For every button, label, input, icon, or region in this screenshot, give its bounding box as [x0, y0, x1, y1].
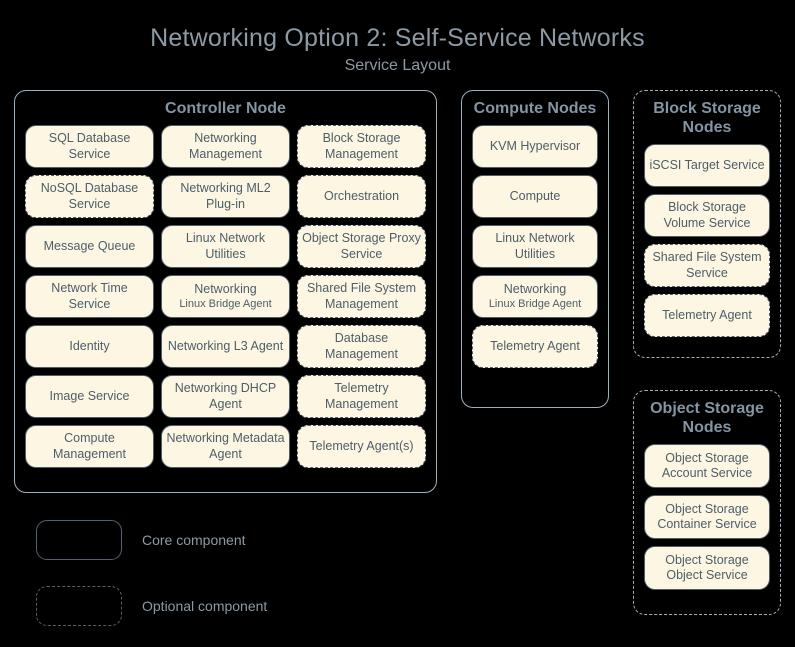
service-box: Object Storage Proxy Service — [297, 225, 426, 269]
group-object-storage-nodes: Object Storage Nodes Object Storage Acco… — [633, 390, 781, 615]
service-box: Networking ML2 Plug-in — [161, 175, 290, 219]
service-label: Networking — [194, 282, 257, 296]
page-subtitle: Service Layout — [344, 56, 451, 74]
service-box: Networking Management — [161, 125, 290, 169]
legend: Core component Optional component — [36, 515, 267, 647]
service-label: Networking Metadata Agent — [166, 431, 285, 461]
service-label: Object Storage Account Service — [661, 450, 753, 481]
legend-label-optional: Optional component — [142, 598, 268, 614]
service-box: KVM Hypervisor — [472, 125, 598, 169]
service-label: Linux Network Utilities — [495, 231, 575, 261]
group-title-compute: Compute Nodes — [473, 100, 597, 117]
service-label: Message Queue — [43, 238, 136, 253]
service-label: Networking DHCP Agent — [174, 381, 277, 411]
service-box: Block Storage Volume Service — [644, 194, 770, 238]
service-sublabel: Linux Bridge Agent — [488, 297, 582, 310]
service-label: Object Storage Proxy Service — [302, 231, 421, 261]
service-label: iSCSI Target Service — [649, 158, 765, 173]
service-box: iSCSI Target Service — [644, 144, 770, 188]
service-box: Telemetry Agent — [644, 294, 770, 338]
service-label: Telemetry Agent(s) — [309, 438, 414, 453]
service-box: Telemetry Management — [297, 375, 426, 419]
service-label: Orchestration — [323, 188, 400, 203]
service-box: Networking L3 Agent — [161, 325, 290, 369]
group-block-storage-nodes: Block Storage Nodes iSCSI Target Service… — [633, 90, 781, 358]
service-label: Object Storage Container Service — [657, 501, 757, 532]
legend-label-core: Core component — [142, 532, 246, 548]
service-label: Network Time Service — [51, 281, 128, 311]
service-label: Block Storage Volume Service — [663, 200, 751, 230]
service-sublabel: Linux Bridge Agent — [179, 297, 272, 310]
service-box: Block Storage Management — [297, 125, 426, 169]
service-label: Telemetry Agent — [662, 308, 752, 323]
service-box: Telemetry Agent — [472, 325, 598, 369]
service-label: Networking ML2 Plug-in — [180, 181, 271, 211]
service-box: Networking Metadata Agent — [161, 425, 290, 469]
service-box: Shared File System Service — [644, 244, 770, 288]
legend-row-optional: Optional component — [36, 581, 267, 631]
legend-row-core: Core component — [36, 515, 267, 565]
service-box: Linux Network Utilities — [472, 225, 598, 269]
service-label: Networking Management — [189, 131, 262, 161]
service-label: Image Service — [49, 388, 130, 403]
service-label: Shared File System Service — [652, 250, 762, 280]
service-box: Compute — [472, 175, 598, 219]
service-box: Networking DHCP Agent — [161, 375, 290, 419]
service-label: KVM Hypervisor — [489, 138, 581, 153]
service-box: Database Management — [297, 325, 426, 369]
service-box: Image Service — [25, 375, 154, 419]
service-label: Block Storage Management — [322, 131, 401, 161]
service-label: SQL Database Service — [48, 131, 131, 161]
service-box: Compute Management — [25, 425, 154, 469]
service-label: Telemetry Agent — [490, 338, 580, 353]
service-box: Network Time Service — [25, 275, 154, 319]
legend-swatch-optional — [36, 586, 122, 626]
service-box: SQL Database Service — [25, 125, 154, 169]
service-box: NoSQL Database Service — [25, 175, 154, 219]
service-box: Shared File System Management — [297, 275, 426, 319]
service-label: Compute Management — [53, 431, 126, 461]
service-box: Message Queue — [25, 225, 154, 269]
service-box: Object Storage Account Service — [644, 444, 770, 489]
service-box: Object Storage Container Service — [644, 495, 770, 540]
service-label: Identity — [69, 338, 110, 353]
service-label: Linux Network Utilities — [185, 231, 266, 261]
legend-swatch-core — [36, 520, 122, 560]
service-box: Object Storage Object Service — [644, 546, 770, 591]
diagram-header: Networking Option 2: Self-Service Networ… — [0, 0, 795, 75]
service-box: Linux Network Utilities — [161, 225, 290, 269]
service-box: Telemetry Agent(s) — [297, 425, 426, 469]
service-label: Networking L3 Agent — [167, 338, 284, 353]
service-label: Networking — [503, 282, 567, 296]
service-label: Object Storage Object Service — [665, 552, 749, 583]
service-box: Identity — [25, 325, 154, 369]
service-label: Database Management — [325, 331, 398, 361]
service-label: Compute — [509, 188, 561, 203]
service-label: Telemetry Management — [325, 381, 398, 411]
group-title-block-storage: Block Storage Nodes — [653, 100, 761, 137]
service-label: Shared File System Management — [306, 281, 417, 311]
service-box: Orchestration — [297, 175, 426, 219]
page-title: Networking Option 2: Self-Service Networ… — [150, 24, 645, 52]
service-label: NoSQL Database Service — [40, 181, 139, 211]
group-title-controller: Controller Node — [165, 100, 286, 117]
group-title-object-storage: Object Storage Nodes — [650, 400, 764, 437]
